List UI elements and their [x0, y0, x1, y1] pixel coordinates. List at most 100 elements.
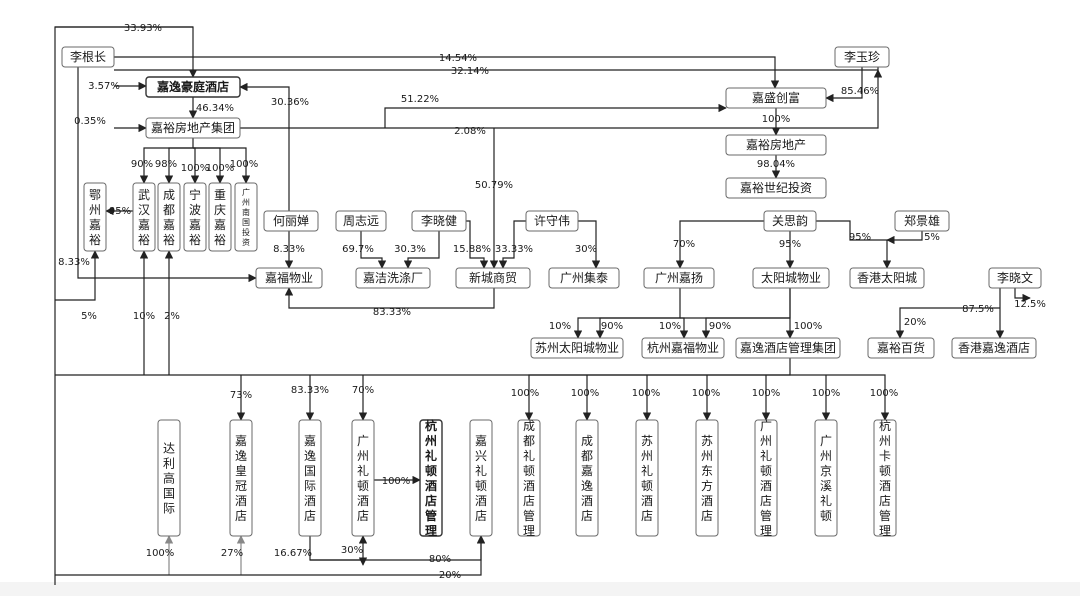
entity-label: 嘉逸皇冠酒店 [235, 434, 247, 523]
entity-node-cd-jiayi-hotel: 成都嘉逸酒店 [575, 419, 599, 537]
entity-label: 嘉逸豪庭酒店 [156, 79, 229, 94]
entity-node-jiayu-fdc: 嘉裕房地产 [725, 134, 827, 156]
ownership-edge [310, 535, 486, 561]
share-percentage-label: 50.79% [475, 180, 513, 191]
share-percentage-label: 100% [230, 159, 259, 170]
entity-label: 杭州嘉福物业 [647, 340, 719, 355]
share-percentage-label: 33.93% [124, 23, 162, 34]
ownership-edge [77, 67, 257, 283]
entity-label: 武汉嘉裕 [138, 188, 150, 247]
share-percentage-label: 15.88% [453, 244, 491, 255]
entity-node-chongqing-jiayu: 重庆嘉裕 [208, 182, 232, 252]
ownership-edge [193, 147, 251, 184]
entity-label: 杭州礼顿酒店管理 [424, 418, 437, 538]
share-percentage-label: 70% [352, 385, 374, 396]
share-percentage-label: 10% [659, 321, 681, 332]
share-percentage-label: 16.67% [274, 548, 312, 559]
entity-node-cd-lidun-mgmt: 成都礼顿酒店管理 [517, 419, 541, 538]
entity-node-hk-taiyangcheng: 香港太阳城 [849, 267, 925, 289]
entity-node-ligenchang: 李根长 [61, 46, 115, 68]
share-percentage-label: 30.36% [271, 97, 309, 108]
share-percentage-label: 73% [230, 390, 252, 401]
entity-node-jiayu-group: 嘉裕房地产集团 [145, 117, 241, 139]
entity-label: 成都礼顿酒店管理 [523, 419, 535, 538]
ownership-edge [675, 220, 764, 269]
entity-label: 杭州卡顿酒店管理 [879, 418, 891, 538]
share-percentage-label: 30.3% [394, 244, 426, 255]
entity-label: 嘉逸国际酒店 [304, 434, 316, 523]
entity-label: 周志远 [343, 214, 379, 228]
ownership-edge [578, 220, 601, 269]
entity-node-jiafu-wuye: 嘉福物业 [255, 267, 323, 289]
entity-node-lixiaowen: 李晓文 [988, 267, 1042, 289]
share-percentage-label: 85.46% [841, 86, 879, 97]
ownership-edge [595, 288, 791, 339]
entity-label: 广州集泰 [560, 270, 608, 285]
share-percentage-label: 69.7% [342, 244, 374, 255]
entity-node-sz-dongfang: 苏州东方酒店 [695, 419, 719, 537]
share-percentage-label: 80% [429, 554, 451, 565]
ownership-edge [240, 69, 883, 129]
share-percentage-label: 5% [81, 311, 97, 322]
entity-label: 嘉裕世纪投资 [740, 180, 812, 195]
share-percentage-label: 2.08% [454, 126, 486, 137]
share-percentage-label: 27% [221, 548, 243, 559]
ownership-edge [1014, 288, 1031, 303]
entity-node-jiayi-guoji: 嘉逸国际酒店 [298, 419, 322, 537]
ownership-edge [164, 147, 193, 184]
ownership-edge [239, 82, 290, 211]
entity-label: 鄂州嘉裕 [89, 188, 101, 247]
share-percentage-label: 32.14% [451, 66, 489, 77]
entity-node-sz-lidun: 苏州礼顿酒店 [635, 419, 659, 537]
ownership-edge [790, 374, 890, 421]
share-percentage-label: 8.33% [273, 244, 305, 255]
entity-label: 许守伟 [534, 214, 570, 228]
entity-node-chengdu-jiayu: 成都嘉裕 [157, 182, 181, 252]
share-percentage-label: 87.5% [962, 304, 994, 315]
share-percentage-label: 95% [849, 232, 871, 243]
entity-label: 太阳城物业 [761, 270, 821, 285]
entity-label: 嘉盛创富 [752, 90, 800, 105]
entity-node-suzhou-tyc-wuye: 苏州太阳城物业 [530, 337, 624, 359]
entity-node-hk-jiayi-hotel: 香港嘉逸酒店 [951, 337, 1037, 359]
entity-node-jx-lidun: 嘉兴礼顿酒店 [469, 419, 493, 537]
entity-label: 嘉裕房地产 [746, 137, 806, 152]
entity-node-ningbo-jiayu: 宁波嘉裕 [183, 182, 207, 252]
ownership-edge [360, 231, 387, 269]
share-percentage-label: 90% [131, 159, 153, 170]
entity-label: 广州嘉扬 [655, 270, 703, 285]
entity-label: 广州南国投资 [242, 187, 250, 247]
share-percentage-label: 95% [779, 239, 801, 250]
share-percentage-label: 12.5% [1014, 299, 1046, 310]
share-percentage-label: 100% [146, 548, 175, 559]
entity-node-jiayi-hotel-group: 嘉逸酒店管理集团 [735, 337, 841, 359]
share-percentage-label: 30% [341, 545, 363, 556]
share-percentage-label: 51.22% [401, 94, 439, 105]
ownership-edge [55, 26, 198, 78]
share-percentage-label: 100% [870, 388, 899, 399]
share-percentage-label: 100% [206, 163, 235, 174]
entity-label: 李晓健 [421, 213, 457, 228]
share-percentage-label: 90% [601, 321, 623, 332]
share-percentage-label: 46.34% [196, 103, 234, 114]
entity-node-zhengjingxiong: 郑景雄 [894, 210, 950, 232]
share-percentage-label: 10% [133, 311, 155, 322]
share-percentage-label: 100% [571, 388, 600, 399]
entity-label: 广州礼顿酒店管理 [760, 419, 772, 538]
entity-node-xushouwei: 许守伟 [525, 210, 579, 232]
entity-label: 成都嘉裕 [163, 188, 175, 247]
entity-label: 关思韵 [772, 213, 808, 228]
entity-label: 李根长 [70, 49, 106, 64]
share-percentage-label: 95% [109, 206, 131, 217]
share-percentage-label: 20% [439, 570, 461, 581]
entity-node-gz-lidun: 广州礼顿酒店 [351, 419, 375, 537]
share-percentage-label: 90% [709, 321, 731, 332]
entity-node-jiayi-haoting: 嘉逸豪庭酒店 [145, 76, 241, 98]
share-percentage-label: 10% [549, 321, 571, 332]
ownership-edge [886, 231, 923, 245]
share-percentage-label: 8.33% [58, 257, 90, 268]
share-percentage-label: 100% [382, 476, 411, 487]
entity-node-jiasheng: 嘉盛创富 [725, 87, 827, 109]
share-percentage-label: 100% [752, 388, 781, 399]
ownership-edge [524, 374, 790, 421]
